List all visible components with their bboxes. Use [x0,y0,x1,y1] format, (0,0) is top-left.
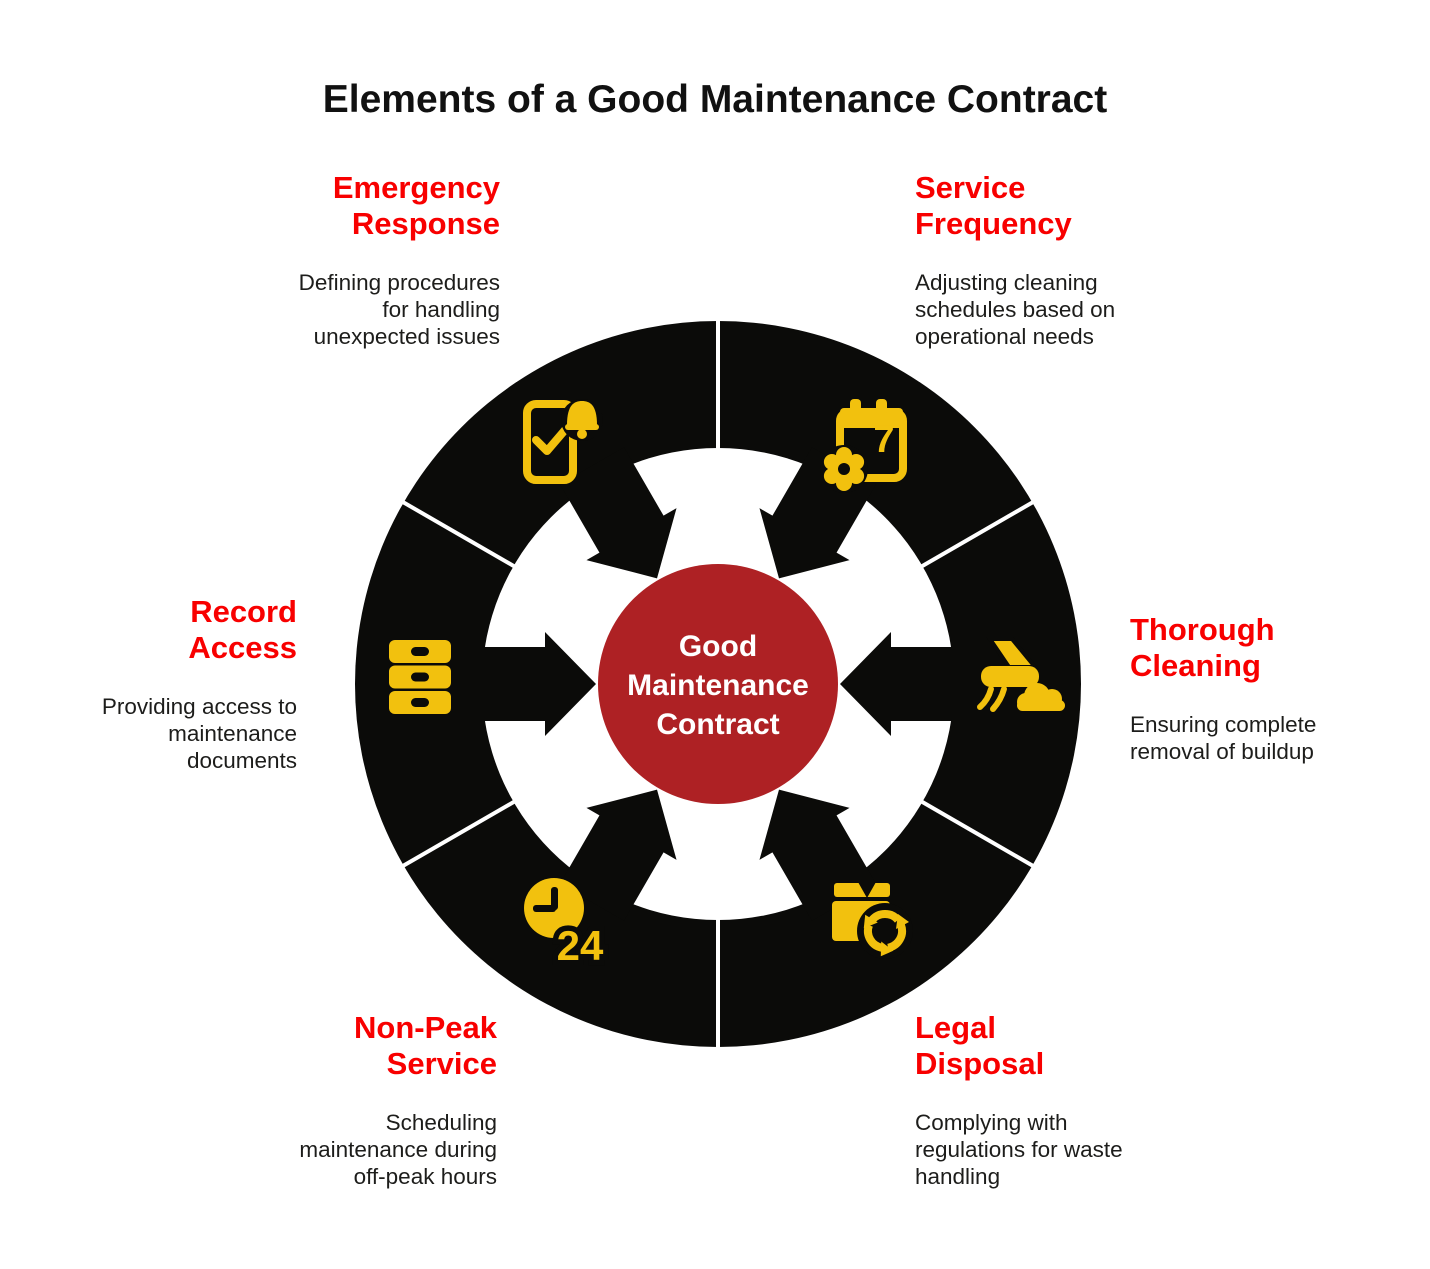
segment-heading: Emergency Response [332,170,500,241]
segment-description: Complying with regulations for waste han… [915,1110,1123,1189]
inward-arrow [559,447,677,579]
segment-text-record-access: Record Access Providing access to mainte… [0,594,297,774]
clock-hand [551,887,558,910]
center-label: Good Maintenance Contract [627,630,809,741]
calendar-day-number: 7 [873,419,894,461]
bell-dome [567,401,597,425]
center-circle [598,564,838,804]
segment-text-emergency-response: Emergency Response Defining procedures f… [200,170,500,350]
bell-clapper [577,429,587,439]
box-recycle-icon [832,882,913,959]
inward-arrow [840,632,970,736]
segment-text-legal-disposal: Legal Disposal Complying with regulation… [915,1010,1215,1190]
segment-description: Adjusting cleaning schedules based on op… [915,270,1116,349]
clock-hours-number: 24 [557,922,604,969]
inward-arrow [466,632,596,736]
brush-handle [986,637,1040,669]
segment-divider [400,798,519,869]
calendar-gear-icon: 7 [820,399,907,493]
brush-bristle [990,686,1007,712]
dust-base [1017,700,1065,711]
check-mark [532,426,569,455]
bell [561,399,603,441]
segment-text-service-frequency: Service Frequency Adjusting cleaning sch… [915,170,1215,350]
segment-heading: Legal Disposal [915,1010,1045,1081]
segment-heading: Non-Peak Service [354,1010,497,1081]
segment-text-non-peak-service: Non-Peak Service Scheduling maintenance … [197,1010,497,1190]
recycle-arrow [880,923,907,957]
inward-arrow [559,789,677,921]
segment-description: Scheduling maintenance during off-peak h… [299,1110,497,1189]
segment-divider [917,798,1036,869]
cleaning-brush-icon [977,637,1065,712]
segment-description: Ensuring complete removal of buildup [1130,712,1317,764]
segment-description: Providing access to maintenance document… [101,694,297,773]
bell-base [565,424,599,430]
recycle-symbol [857,903,913,959]
phone-body [523,400,577,484]
gear-hole [838,463,850,475]
segment-dividers [400,318,1036,1050]
page-title: Elements of a Good Maintenance Contract [322,78,1108,121]
segment-description: Defining procedures for handling unexpec… [298,270,500,349]
segment-divider [917,499,1036,570]
drawer-handle [411,647,429,656]
drawer-handle [411,672,429,682]
calendar-tab [850,399,861,415]
recycle-arrow [868,910,909,929]
box-lid-notch [858,882,876,898]
segment-divider [400,499,519,570]
clock-24-icon: 24 [524,878,609,975]
drawer-handle [411,698,429,707]
filing-cabinet-icon [389,640,451,714]
recycle-arrow [863,914,884,952]
segment-heading: Thorough Cleaning [1130,612,1275,683]
phone-check-bell-icon [523,399,603,484]
box-lid [834,883,890,897]
calendar-tab [876,399,887,415]
segment-heading: Record Access [188,594,297,665]
segment-text-thorough-cleaning: Thorough Cleaning Ensuring complete remo… [1130,612,1430,765]
clock-hand [533,905,556,912]
brush-body [981,666,1039,687]
gear [820,445,868,493]
segment-heading: Service Frequency [915,170,1072,241]
brush-bristle [977,686,994,710]
